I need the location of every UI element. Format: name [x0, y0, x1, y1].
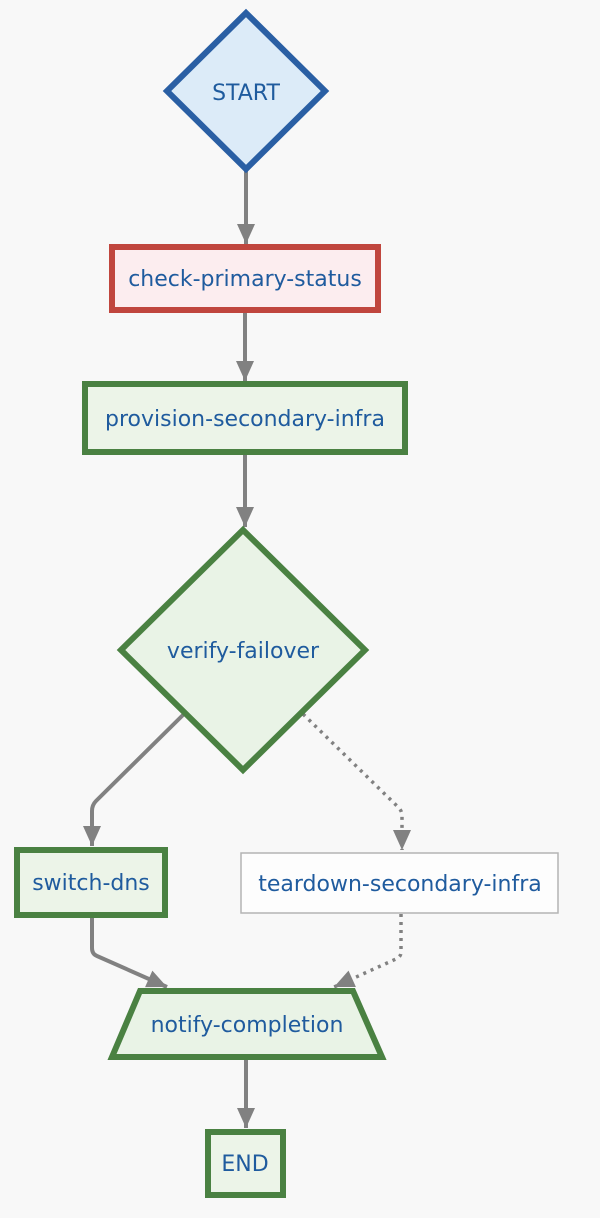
switch-dns-shape: [14, 847, 168, 918]
node-start: START: [162, 8, 330, 174]
provision-secondary-infra-label: provision-secondary-infra: [105, 407, 385, 432]
check-primary-status-shape: [109, 244, 381, 313]
node-end: END: [205, 1129, 286, 1198]
notify-completion-label: notify-completion: [151, 1013, 344, 1038]
edges-layer: [83, 170, 411, 1128]
node-notify-completion: notify-completion: [107, 988, 387, 1060]
switch-dns-label: switch-dns: [32, 871, 150, 896]
node-teardown-secondary-infra: teardown-secondary-infra: [240, 852, 559, 914]
verify-failover-diamond-shape: [116, 525, 370, 775]
notify-completion-trapezoid-shape: [107, 988, 387, 1060]
start-label: START: [212, 81, 280, 106]
end-label: END: [221, 1152, 268, 1177]
edge-verify-to-teardown: [301, 712, 411, 850]
provision-secondary-infra-shape: [82, 381, 408, 455]
node-provision-secondary-infra: provision-secondary-infra: [82, 381, 408, 455]
check-primary-status-label: check-primary-status: [128, 267, 362, 292]
teardown-secondary-infra-label: teardown-secondary-infra: [258, 872, 542, 897]
node-check-primary-status: check-primary-status: [109, 244, 381, 313]
start-diamond-shape: [162, 8, 330, 174]
edge-switch-to-notify: [90, 916, 168, 989]
node-switch-dns: switch-dns: [14, 847, 168, 918]
edge-teardown-to-notify: [333, 914, 403, 989]
node-verify-failover: verify-failover: [116, 525, 370, 775]
edge-verify-to-switch: [83, 711, 187, 846]
end-shape: [205, 1129, 286, 1198]
teardown-secondary-infra-shape: [240, 852, 559, 914]
verify-failover-label: verify-failover: [167, 639, 320, 664]
